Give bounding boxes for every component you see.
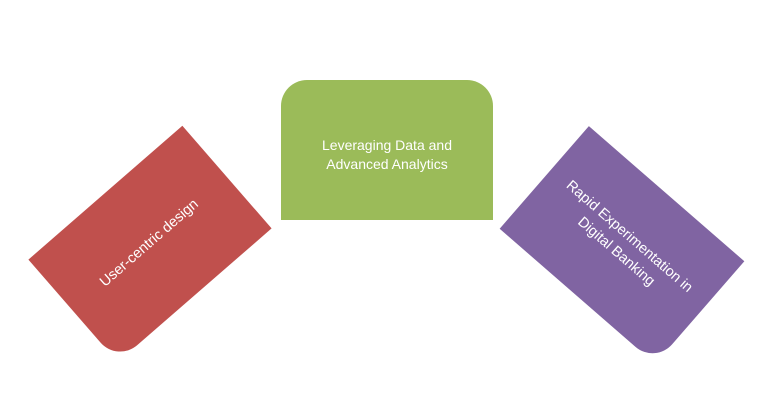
- card-label-rapid-experimentation: Rapid Experimentation in Digital Banking: [562, 177, 696, 297]
- card-user-centric-design: User-centric design: [28, 125, 272, 363]
- card-label-user-centric-design: User-centric design: [97, 196, 202, 291]
- card-rapid-experimentation: Rapid Experimentation in Digital Banking: [499, 126, 745, 364]
- card-leveraging-data-analytics: Leveraging Data and Advanced Analytics: [281, 80, 493, 220]
- card-label-leveraging-data-analytics: Leveraging Data and Advanced Analytics: [322, 137, 452, 172]
